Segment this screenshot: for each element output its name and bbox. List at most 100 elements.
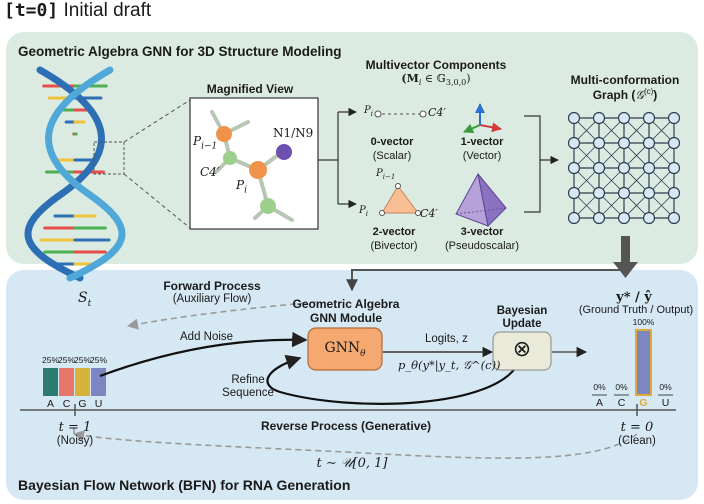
refine-line2: Sequence: [222, 387, 274, 399]
multivector-title: Multivector Components: [365, 58, 507, 72]
graph-node: [642, 211, 656, 225]
bayesian-line1: Bayesian: [496, 305, 548, 317]
v0-desc: (Scalar): [372, 150, 412, 162]
label-c4: C4′: [200, 165, 220, 179]
noisy-bar-value: 25%: [41, 355, 60, 365]
t1-desc: (Noisy): [56, 435, 94, 447]
reverse-process-label: Reverse Process (Generative): [260, 419, 432, 433]
add-noise-label: Add Noise: [180, 331, 234, 343]
noisy-bar-value: 25%: [89, 355, 108, 365]
graph-title-line2: Graph (𝒢(c)): [592, 87, 658, 102]
ga-gnn-title: Geometric Algebra GNN for 3D Structure M…: [18, 44, 342, 59]
clean-bar-category: G: [639, 397, 648, 409]
v2-c4-label: C4′: [420, 207, 438, 220]
graph-node: [667, 186, 681, 200]
forward-process-title: Forward Process: [163, 279, 261, 293]
noisy-bar-u: [91, 368, 106, 396]
clean-bar-value: 0%: [593, 382, 606, 392]
logits-label: Logits, z: [425, 333, 468, 345]
gnn-theta-label: GNNθ: [324, 340, 366, 359]
s-t-label: St: [78, 290, 92, 309]
label-p-prev: Pi−1: [193, 134, 218, 152]
graph-node: [642, 161, 656, 175]
t0-label: t = 0: [620, 420, 654, 435]
noisy-bar-category: G: [78, 398, 87, 410]
scalar-glyph: [374, 110, 427, 118]
bfn-panel: [6, 270, 698, 500]
v0-c4-label: C4′: [428, 106, 446, 119]
graph-node: [667, 136, 681, 150]
graph-node: [567, 161, 581, 175]
noisy-bar-value: 25%: [57, 355, 76, 365]
label-p-i: Pi: [236, 178, 247, 196]
t0-desc: (Clean): [618, 435, 656, 447]
graph-node: [592, 211, 606, 225]
graph-node: [667, 111, 681, 125]
graph-node: [567, 186, 581, 200]
clean-bar-value: 0%: [615, 382, 628, 392]
vector-axes-icon: [463, 103, 502, 133]
bfn-title: Bayesian Flow Network (BFN) for RNA Gene…: [18, 477, 351, 493]
clean-bar-value: 100%: [632, 317, 655, 327]
bayesian-update-box: [492, 331, 552, 371]
clean-distribution: [592, 329, 673, 396]
v3-name: 3-vector: [460, 226, 504, 238]
graph-to-gnn-arrow: [346, 236, 638, 292]
clean-bar-category: U: [661, 397, 670, 409]
noisy-bar-g: [75, 368, 90, 396]
graph-node: [617, 111, 631, 125]
noisy-bar-a: [43, 368, 58, 396]
graph-node: [567, 136, 581, 150]
graph-node: [592, 111, 606, 125]
noisy-bar-category: A: [46, 398, 55, 410]
step-header: [t=0] Initial draft: [4, 0, 151, 22]
v0-name: 0-vector: [370, 136, 414, 148]
graph-node: [642, 136, 656, 150]
clean-bar-g: [635, 329, 652, 396]
v2-name: 2-vector: [372, 226, 416, 238]
graph-title-line1: Multi-conformation: [570, 73, 680, 87]
gnn-module-box: [307, 327, 383, 371]
otimes-icon: ⊗: [512, 336, 532, 361]
graph-node: [667, 161, 681, 175]
multi-conformation-graph: [567, 111, 681, 225]
label-n: N1/N9: [273, 126, 314, 140]
graph-node: [592, 186, 606, 200]
graph-node: [617, 136, 631, 150]
bayesian-line2: Update: [502, 318, 542, 330]
dna-helix-icon: [24, 66, 126, 282]
graph-node: [617, 211, 631, 225]
v0-p-label: Pi: [364, 105, 373, 118]
noisy-bar-value: 25%: [73, 355, 92, 365]
graph-node: [617, 186, 631, 200]
graph-node: [592, 161, 606, 175]
noisy-bar-category: U: [94, 398, 103, 410]
noisy-bar-category: C: [62, 398, 71, 410]
t-sample-label: t ∼ 𝒰[0, 1]: [316, 456, 388, 471]
forward-process-desc: (Auxiliary Flow): [172, 293, 252, 305]
ga-module-line1: Geometric Algebra: [292, 297, 400, 311]
step-tag: [t=0]: [4, 0, 59, 21]
v2-desc: (Bivector): [370, 240, 418, 252]
t1-label: t = 1: [58, 420, 92, 435]
ga-module-line2: GNN Module: [310, 311, 382, 325]
pseudoscalar-tetrahedron: [455, 172, 507, 228]
magnified-view-title: Magnified View: [206, 82, 294, 96]
graph-node: [567, 111, 581, 125]
magnified-view: [189, 97, 319, 230]
graph-node: [642, 111, 656, 125]
v2-p-label: Pi: [359, 205, 368, 218]
graph-node: [642, 186, 656, 200]
noisy-distribution: [43, 368, 106, 396]
step-title: Initial draft: [63, 0, 152, 21]
prob-formula: p_θ(y*|y_t, 𝒢^(c)): [398, 358, 501, 372]
v1-desc: (Vector): [462, 150, 502, 162]
multivector-subtitle: (Mi ∈ 𝔾3,0,0): [401, 72, 471, 88]
clean-bar-category: A: [595, 397, 604, 409]
clean-bar-category: C: [617, 397, 626, 409]
output-title: y* / ŷ: [616, 290, 652, 305]
graph-node: [567, 211, 581, 225]
noisy-bar-c: [59, 368, 74, 396]
refine-line1: Refine: [231, 374, 265, 386]
